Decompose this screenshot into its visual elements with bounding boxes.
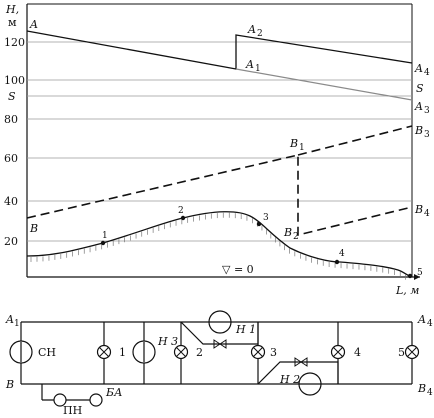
y-tick-120: 120: [4, 36, 25, 49]
label-node-3: 3: [270, 346, 277, 359]
label-ba: БА: [105, 386, 122, 399]
terrain-point-5: [407, 273, 413, 279]
x-axis-arrow: [414, 274, 420, 280]
label-h1: H 1: [235, 323, 256, 336]
terrain-point-5-label: 5: [417, 268, 423, 278]
label-b: B: [29, 222, 38, 235]
sch-b-right-sub: 4: [427, 388, 433, 398]
schematic-labels: A 1 A 4 B B 4 СН 1 H 3 2 H 1 3 H 2 4 5 П…: [5, 313, 433, 417]
label-node-4: 4: [354, 346, 361, 359]
head-line-b: [26, 153, 413, 237]
label-a1-sub: 1: [255, 64, 261, 74]
label-node-2: 2: [196, 346, 203, 359]
y-tick-60: 60: [4, 152, 18, 165]
label-s-right: S: [416, 82, 424, 95]
terrain-point-4: [334, 259, 340, 265]
label-b4: B: [414, 203, 423, 216]
label-a3-sub: 3: [424, 106, 430, 116]
terrain-point-3-label: 3: [263, 213, 269, 223]
label-h2: H 2: [279, 373, 300, 386]
y-tick-100: 100: [4, 74, 25, 87]
label-pn: ПН: [63, 404, 82, 417]
terrain-points: 1 2 3 4 5: [100, 206, 423, 279]
sch-a-left-sub: 1: [14, 319, 20, 329]
terrain-point-2-label: 2: [178, 206, 184, 216]
y-tick-40: 40: [4, 195, 18, 208]
valve-h2: [294, 357, 308, 367]
network-schematic: [9, 310, 420, 407]
label-b3: B: [414, 124, 423, 137]
label-b2-sub: 2: [293, 232, 299, 242]
label-a4-sub: 4: [424, 68, 430, 78]
label-a3: A: [414, 100, 423, 113]
label-b1: B: [289, 137, 298, 150]
y-tick-80: 80: [4, 113, 18, 126]
sch-b-left: B: [5, 378, 14, 391]
y-axis-unit: м: [8, 16, 17, 29]
label-a2: A: [247, 23, 256, 36]
terrain-profile: [26, 211, 413, 278]
terrain-hatching: [30, 212, 406, 280]
terrain-point-3: [256, 221, 262, 227]
x-axis-label: L, м: [395, 284, 419, 297]
pressure-chart: H, м 120 100 S 80 60 40 20 L, м 1 2 3 4: [4, 3, 430, 297]
label-sn: СН: [38, 346, 56, 359]
label-node-1: 1: [119, 346, 126, 359]
s-level-left: S: [8, 90, 16, 103]
y-axis-label: H,: [5, 3, 19, 16]
label-b3-sub: 3: [424, 130, 430, 140]
head-line-a: [26, 30, 413, 70]
label-node-5: 5: [398, 346, 405, 359]
label-h3: H 3: [157, 335, 178, 348]
label-b1-sub: 1: [299, 143, 305, 153]
label-a1: A: [245, 58, 254, 71]
terrain-point-1-label: 1: [102, 231, 108, 241]
sch-a-left: A: [5, 313, 14, 326]
label-a2-sub: 2: [257, 29, 263, 39]
zero-level-marker: ▽ = 0: [222, 263, 254, 276]
label-b2: B: [283, 226, 292, 239]
terrain-point-1: [100, 240, 106, 246]
head-line-a3: [235, 68, 413, 101]
gridlines: [27, 41, 412, 242]
sch-a-right: A: [417, 313, 426, 326]
terrain-point-2: [180, 215, 186, 221]
label-a4: A: [414, 62, 423, 75]
head-line-b3: [297, 125, 413, 156]
tank-ba: [89, 393, 103, 407]
terrain-point-4-label: 4: [339, 249, 345, 259]
y-tick-20: 20: [4, 235, 18, 248]
label-a: A: [29, 18, 38, 31]
label-b4-sub: 4: [424, 209, 430, 219]
sch-a-right-sub: 4: [427, 319, 433, 329]
valve-h1: [213, 339, 227, 349]
sch-b-right: B: [417, 382, 426, 395]
pn-pump: [53, 393, 67, 407]
